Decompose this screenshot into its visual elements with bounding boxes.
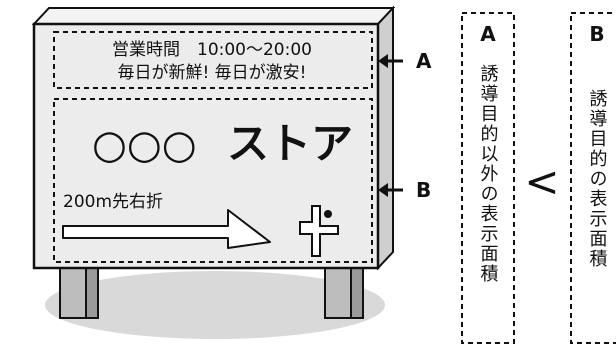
destination-dot-icon <box>324 210 332 218</box>
marker-a-arrow-icon <box>378 54 403 68</box>
comparison-b-text: 誘導目的の表示面積 <box>587 89 608 269</box>
area-a-line1: 営業時間 10:00〜20:00 <box>112 40 312 60</box>
marker-b-arrow-icon <box>378 183 403 197</box>
store-name: ストア <box>227 119 353 168</box>
area-a-box <box>53 31 373 89</box>
store-circles: ○○○ <box>92 122 197 168</box>
sign-side-face <box>377 5 394 271</box>
comparison-b-box <box>570 12 616 344</box>
area-a-line2: 毎日が新鮮! 毎日が激安! <box>117 63 306 83</box>
sign-top-face <box>31 7 396 25</box>
comparison-b-letter: B <box>589 22 604 46</box>
direction-arrow <box>62 209 271 249</box>
ground-shadow <box>45 271 385 339</box>
right-post <box>324 265 364 319</box>
left-post <box>59 265 99 319</box>
marker-a-label: A <box>416 49 432 73</box>
comparison-operator: < <box>524 157 559 206</box>
comparison-a-letter: A <box>480 22 496 46</box>
comparison-a-box <box>461 12 515 344</box>
marker-b-label: B <box>416 178 431 202</box>
map-icon <box>299 205 339 257</box>
comparison-a-text: 誘導目的以外の表示面積 <box>478 64 499 284</box>
direction-text: 200m先右折 <box>63 192 163 212</box>
area-b-box <box>53 98 373 263</box>
